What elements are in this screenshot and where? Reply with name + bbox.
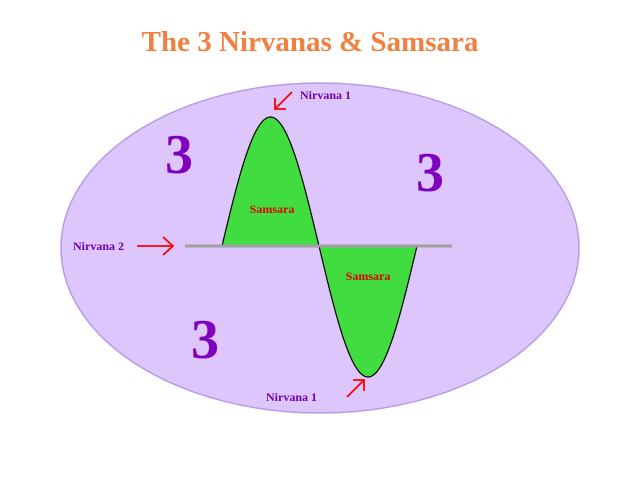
nirvana-1-bottom-label: Nirvana 1 bbox=[266, 390, 317, 404]
nirvana-2-left-label: Nirvana 2 bbox=[73, 239, 124, 253]
arrow-up-right-icon bbox=[346, 379, 365, 398]
samsara-lower-area bbox=[318, 245, 418, 378]
three-top-left: 3 bbox=[165, 124, 193, 186]
arrow-down-left-icon bbox=[274, 91, 293, 110]
page-title: The 3 Nirvanas & Samsara bbox=[142, 26, 479, 58]
samsara-upper-label: Samsara bbox=[250, 202, 295, 216]
samsara-upper-area bbox=[221, 116, 320, 247]
samsara-lower-label: Samsara bbox=[346, 269, 391, 283]
three-bottom-left: 3 bbox=[191, 309, 219, 371]
arrow-right-icon bbox=[137, 236, 175, 256]
three-top-right: 3 bbox=[416, 142, 444, 204]
nirvana-1-top-label: Nirvana 1 bbox=[300, 88, 351, 102]
